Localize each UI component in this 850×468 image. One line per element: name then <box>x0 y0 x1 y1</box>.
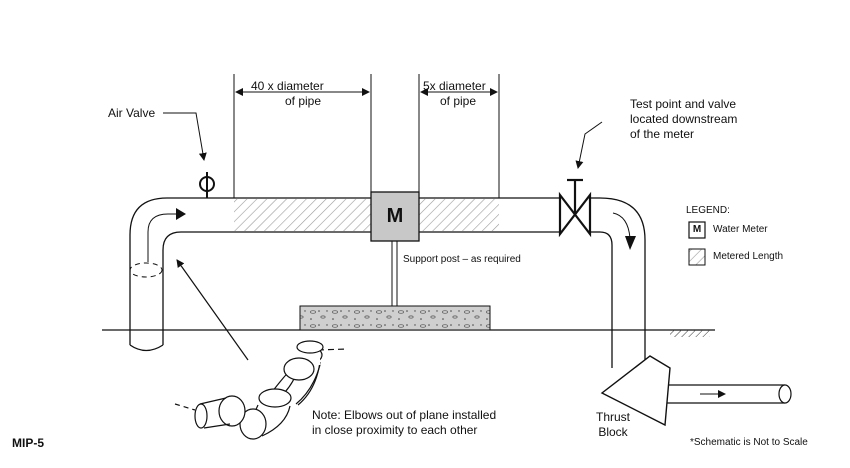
elbows-note-line2: in close proximity to each other <box>312 423 478 437</box>
metered-length-downstream <box>419 199 499 231</box>
downstream-dimension-line1: 5x diameter <box>423 79 486 93</box>
test-point-label-line2: located downstream <box>630 112 738 126</box>
dimension-lines <box>233 74 500 198</box>
legend-water-meter-label: Water Meter <box>713 224 768 235</box>
legend-meter-symbol: M <box>692 224 702 235</box>
thrust-block-label-line2: Block <box>598 425 628 439</box>
air-valve <box>163 112 215 198</box>
right-pipe <box>599 197 792 404</box>
elbow-pointer-arrow <box>176 259 249 361</box>
figure-id: MIP-5 <box>12 436 45 450</box>
left-riser-pipe <box>129 197 210 352</box>
meter-symbol: M <box>386 205 404 227</box>
test-point-label-line3: of the meter <box>630 127 695 141</box>
test-point-label-line1: Test point and valve <box>630 97 737 111</box>
support-slab <box>299 305 491 331</box>
downstream-dimension-line2: of pipe <box>440 94 477 108</box>
legend-metered-length-label: Metered Length <box>713 251 784 262</box>
thrust-block <box>600 355 671 427</box>
elbows-note-line1: Note: Elbows out of plane installed <box>312 408 497 422</box>
support-post-label: Support post – as required <box>403 254 521 265</box>
elbows-detail <box>174 340 348 440</box>
test-valve <box>558 121 603 238</box>
thrust-block-label-line1: Thrust <box>595 410 630 424</box>
scale-note: *Schematic is Not to Scale <box>690 437 808 448</box>
support-post <box>391 240 398 307</box>
legend-title: LEGEND: <box>686 205 730 216</box>
metered-length-upstream <box>234 199 371 231</box>
ground-line <box>102 329 715 337</box>
water-meter <box>370 191 420 242</box>
upstream-dimension-line1: 40 x diameter <box>251 79 324 93</box>
upstream-dimension-line2: of pipe <box>285 94 322 108</box>
legend-symbols <box>688 221 706 266</box>
air-valve-label: Air Valve <box>108 106 156 120</box>
